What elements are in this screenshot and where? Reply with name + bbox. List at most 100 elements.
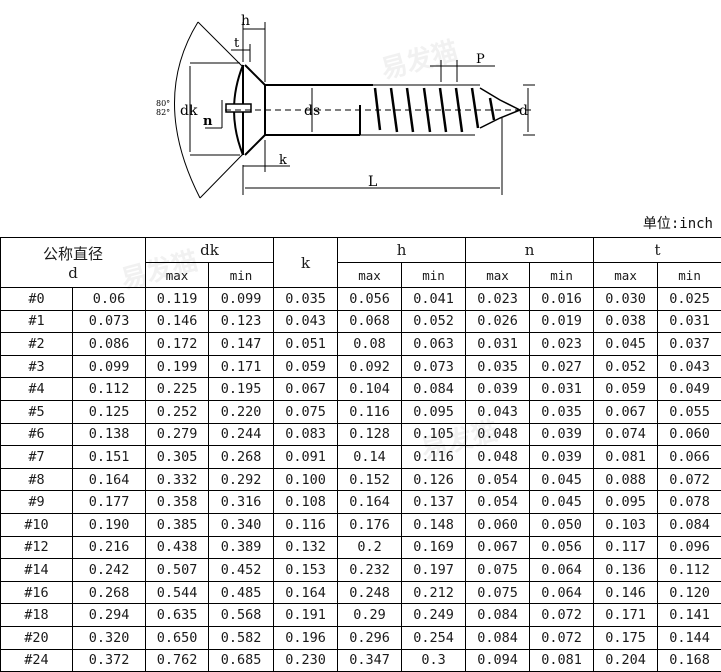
cell-n-min: 0.056 (530, 536, 594, 559)
cell-dk-min: 0.099 (209, 288, 274, 311)
cell-k: 0.043 (274, 310, 338, 333)
subheader-t-min: min (658, 263, 721, 288)
cell-t-min: 0.049 (658, 378, 721, 401)
cell-t-min: 0.096 (658, 536, 721, 559)
cell-t-max: 0.136 (594, 559, 658, 582)
cell-h-max: 0.176 (338, 513, 402, 536)
cell-dk-min: 0.171 (209, 355, 274, 378)
cell-h-min: 0.084 (402, 378, 466, 401)
cell-k: 0.116 (274, 513, 338, 536)
cell-dk-min: 0.485 (209, 581, 274, 604)
subheader-h-max: max (338, 263, 402, 288)
cell-k: 0.075 (274, 400, 338, 423)
cell-t-min: 0.060 (658, 423, 721, 446)
cell-t-min: 0.112 (658, 559, 721, 582)
cell-h-max: 0.068 (338, 310, 402, 333)
cell-t-min: 0.084 (658, 513, 721, 536)
cell-n-max: 0.060 (466, 513, 530, 536)
cell-k: 0.196 (274, 626, 338, 649)
cell-n-min: 0.016 (530, 288, 594, 311)
cell-n-min: 0.031 (530, 378, 594, 401)
label-h: h (241, 13, 250, 29)
cell-h-min: 0.3 (402, 649, 466, 672)
cell-t-max: 0.095 (594, 491, 658, 514)
cell-h-min: 0.095 (402, 400, 466, 423)
cell-d: 0.190 (73, 513, 146, 536)
cell-t-min: 0.120 (658, 581, 721, 604)
cell-size: #8 (1, 468, 73, 491)
header-dk: dk (146, 238, 274, 263)
label-t: t (234, 36, 240, 51)
cell-dk-max: 0.438 (146, 536, 209, 559)
cell-t-min: 0.144 (658, 626, 721, 649)
cell-size: #9 (1, 491, 73, 514)
cell-h-max: 0.296 (338, 626, 402, 649)
cell-h-max: 0.152 (338, 468, 402, 491)
header-nominal-symbol: d (1, 264, 145, 282)
cell-n-min: 0.039 (530, 423, 594, 446)
cell-n-max: 0.084 (466, 604, 530, 627)
cell-dk-min: 0.268 (209, 446, 274, 469)
cell-d: 0.372 (73, 649, 146, 672)
cell-n-max: 0.039 (466, 378, 530, 401)
screw-diagram: h t P dk n ds d k L 80° 82° (0, 0, 721, 215)
cell-h-max: 0.232 (338, 559, 402, 582)
cell-d: 0.151 (73, 446, 146, 469)
cell-dk-max: 0.146 (146, 310, 209, 333)
cell-h-min: 0.254 (402, 626, 466, 649)
cell-d: 0.268 (73, 581, 146, 604)
cell-size: #1 (1, 310, 73, 333)
cell-t-max: 0.117 (594, 536, 658, 559)
cell-h-max: 0.14 (338, 446, 402, 469)
cell-n-max: 0.031 (466, 333, 530, 356)
cell-dk-max: 0.544 (146, 581, 209, 604)
cell-t-max: 0.103 (594, 513, 658, 536)
cell-size: #12 (1, 536, 73, 559)
cell-dk-max: 0.635 (146, 604, 209, 627)
cell-k: 0.035 (274, 288, 338, 311)
cell-h-min: 0.212 (402, 581, 466, 604)
cell-dk-max: 0.225 (146, 378, 209, 401)
cell-t-min: 0.037 (658, 333, 721, 356)
cell-t-max: 0.059 (594, 378, 658, 401)
header-nominal-label: 公称直径 (1, 243, 145, 264)
cell-dk-min: 0.123 (209, 310, 274, 333)
cell-t-min: 0.055 (658, 400, 721, 423)
cell-dk-min: 0.316 (209, 491, 274, 514)
cell-t-max: 0.146 (594, 581, 658, 604)
cell-h-min: 0.148 (402, 513, 466, 536)
cell-dk-max: 0.358 (146, 491, 209, 514)
cell-size: #7 (1, 446, 73, 469)
cell-n-max: 0.048 (466, 446, 530, 469)
subheader-dk-max: max (146, 263, 209, 288)
cell-dk-max: 0.332 (146, 468, 209, 491)
cell-n-max: 0.054 (466, 491, 530, 514)
cell-size: #20 (1, 626, 73, 649)
cell-h-max: 0.128 (338, 423, 402, 446)
cell-k: 0.108 (274, 491, 338, 514)
cell-dk-min: 0.340 (209, 513, 274, 536)
cell-n-max: 0.048 (466, 423, 530, 446)
header-k: k (274, 238, 338, 288)
label-angle-80: 80° (156, 99, 170, 108)
subheader-n-min: min (530, 263, 594, 288)
cell-k: 0.191 (274, 604, 338, 627)
cell-t-min: 0.072 (658, 468, 721, 491)
cell-d: 0.294 (73, 604, 146, 627)
cell-dk-min: 0.292 (209, 468, 274, 491)
cell-k: 0.083 (274, 423, 338, 446)
cell-n-min: 0.023 (530, 333, 594, 356)
cell-dk-max: 0.252 (146, 400, 209, 423)
cell-t-max: 0.038 (594, 310, 658, 333)
cell-n-max: 0.075 (466, 581, 530, 604)
cell-size: #5 (1, 400, 73, 423)
